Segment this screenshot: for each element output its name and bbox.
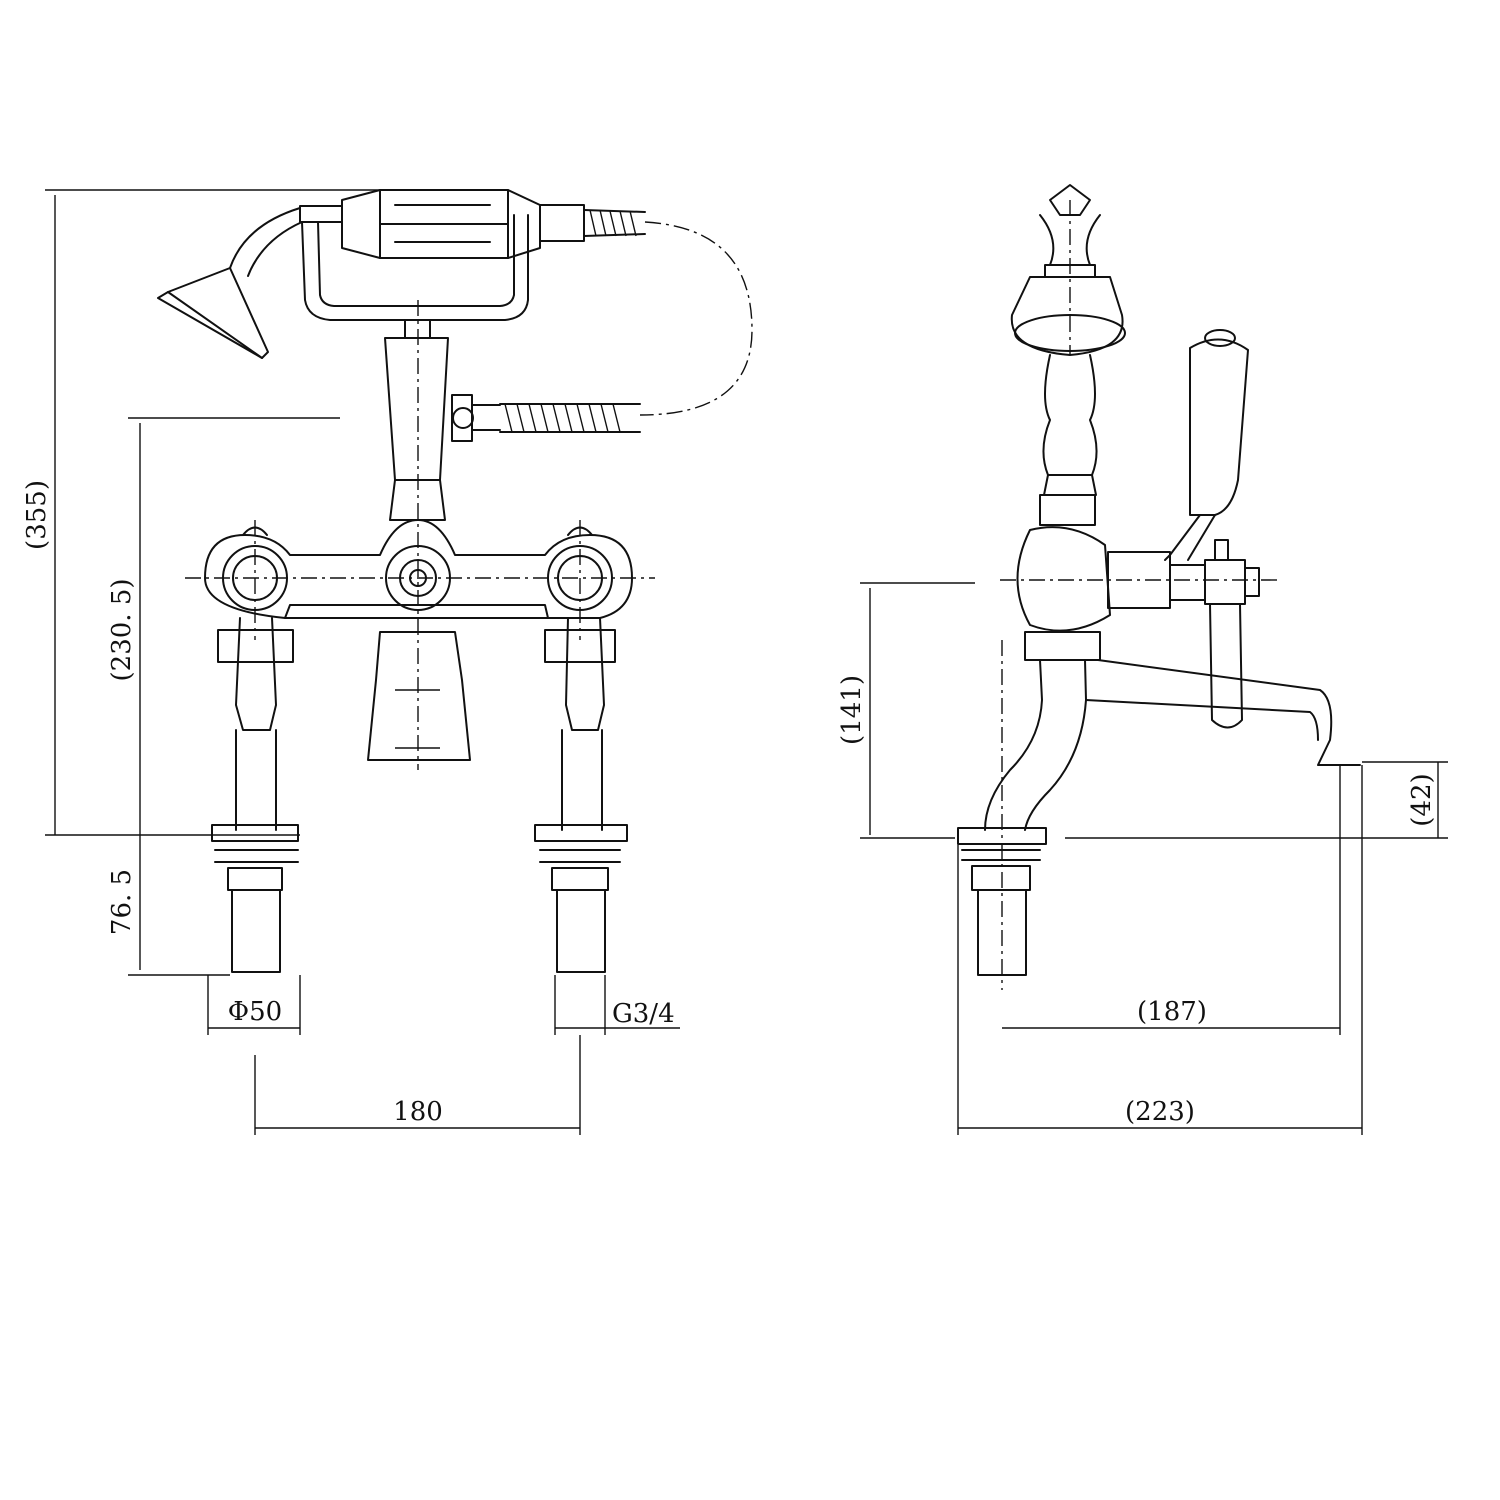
dim-base-diameter: Φ50	[228, 997, 282, 1027]
side-view	[957, 184, 1361, 990]
dim-overall-depth: (223)	[1125, 1097, 1195, 1127]
right-leg	[534, 617, 628, 973]
dim-spout-clearance: (42)	[1407, 773, 1437, 826]
dim-spout-height: (230. 5)	[107, 579, 137, 682]
shower-handset	[157, 189, 646, 359]
side-lever	[1107, 329, 1260, 729]
cradle	[301, 214, 529, 339]
side-dimensions	[860, 582, 1448, 1135]
left-leg	[211, 617, 299, 973]
dimension-labels: (355) (230. 5) 76. 5 Φ50 G3/4 180 (141) …	[22, 480, 1437, 1127]
front-dimensions	[45, 189, 680, 1135]
cradle-column	[384, 337, 641, 521]
spout-front	[367, 631, 471, 761]
side-shower-head	[1010, 184, 1126, 356]
front-view	[157, 189, 753, 973]
dim-tail-length: 76. 5	[107, 869, 137, 935]
dim-overall-height: (355)	[22, 480, 52, 550]
hose-path	[639, 221, 753, 416]
front-centerlines	[185, 300, 655, 770]
dim-side-height: (141)	[837, 675, 867, 745]
dim-spout-projection: (187)	[1137, 997, 1207, 1027]
dim-thread-size: G3/4	[612, 999, 675, 1029]
dim-centres: 180	[393, 1097, 443, 1127]
side-centerlines	[1000, 200, 1280, 990]
side-column	[1016, 354, 1111, 661]
side-spout	[984, 659, 1361, 831]
